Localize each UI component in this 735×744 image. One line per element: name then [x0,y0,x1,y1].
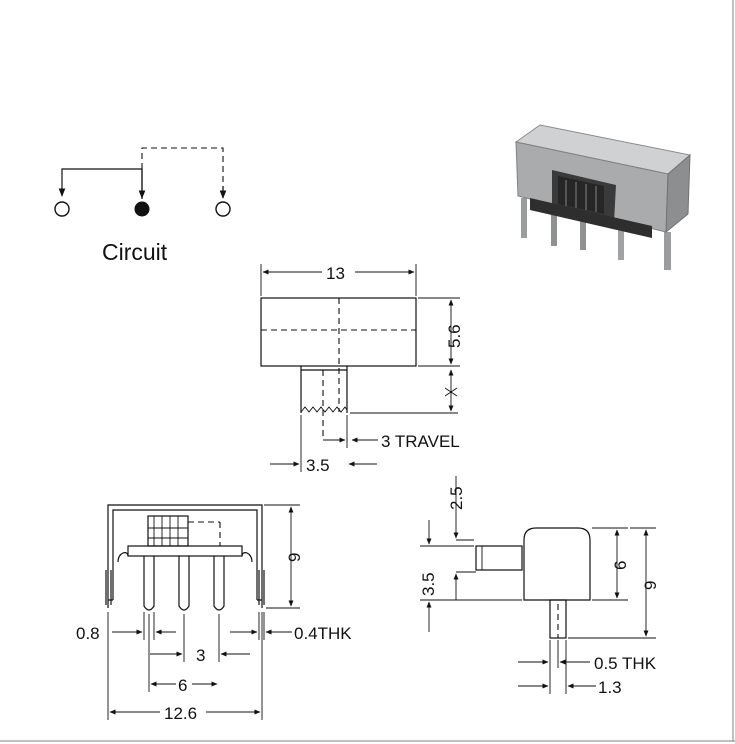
circuit-caption: Circuit [102,239,168,265]
dim-travel: 3 TRAVEL [381,432,460,451]
dim-pitch: 3 [196,646,205,665]
dim-sheet-thickness: 0.4THK [294,624,352,643]
side-body [523,527,591,601]
front-pin-2 [178,556,190,611]
terminal-common [134,201,150,217]
dim-side-pin-thickness: 0.5 THK [594,654,657,673]
terminal-left [54,201,70,217]
terminal-right [215,201,231,217]
dim-actuator-width: 3.5 [306,456,330,475]
dim-side-overall-height: 9 [641,581,660,590]
dim-pin-thickness-left: 0.8 [76,624,100,643]
top-view: 13 5.6 3 TRAVEL 3.5 [260,264,464,475]
front-pin-3 [213,556,225,611]
front-actuator [147,515,189,547]
dim-top-width: 13 [326,264,345,283]
side-actuator [475,545,523,571]
product-photo [514,124,692,270]
circuit-solid-path [58,168,143,199]
dim-side-pin-offset: 1.3 [598,678,622,697]
circuit-dashed-path [141,147,224,196]
side-view: 2.5 3.5 6 9 0.5 THK 1.3 [419,476,660,697]
dim-top-height: 5.6 [445,324,464,348]
circuit-diagram: Circuit [54,147,231,265]
dim-pin-span: 6 [178,676,187,695]
top-actuator [300,366,348,413]
dim-side-actuator-height: 3.5 [419,572,438,596]
front-shell [107,504,263,608]
dim-overall-width: 12.6 [164,704,197,723]
dim-front-height: 9 [285,553,304,562]
dim-side-actuator-length: 2.5 [447,486,466,510]
dim-side-body-height: 6 [611,561,630,570]
front-pin-1 [143,556,155,611]
front-view: 9 0.8 0.4THK 3 6 12.6 [76,504,352,723]
